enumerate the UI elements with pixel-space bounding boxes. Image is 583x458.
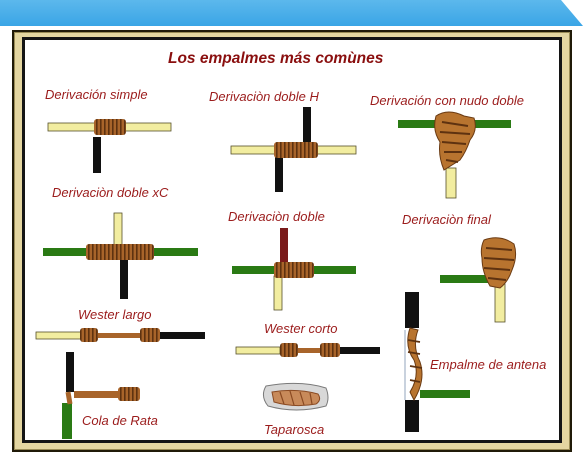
label-derivacion-simple: Derivación simple bbox=[45, 87, 148, 102]
cola-de-rata-splice bbox=[62, 352, 140, 439]
wester-corto-splice bbox=[235, 343, 380, 357]
empalme-antena-splice bbox=[404, 292, 470, 432]
page-title: Los empalmes más comùnes bbox=[168, 50, 384, 67]
derivacion-final-splice bbox=[440, 237, 517, 323]
top-banner-corner bbox=[561, 0, 583, 26]
top-banner bbox=[0, 0, 583, 26]
label-wester-largo: Wester largo bbox=[78, 307, 152, 322]
label-empalme-antena: Empalme de antena bbox=[430, 357, 547, 372]
label-wester-corto: Wester corto bbox=[264, 321, 338, 336]
label-derivacion-nudo-doble: Derivación con nudo doble bbox=[370, 93, 524, 108]
taparosca-splice bbox=[262, 382, 329, 411]
label-derivacion-final: Derivaciòn final bbox=[402, 212, 491, 227]
derivacion-doble-h-splice bbox=[230, 107, 357, 192]
label-cola-de-rata: Cola de Rata bbox=[82, 413, 158, 428]
label-taparosca: Taparosca bbox=[264, 422, 325, 437]
label-derivacion-doble: Derivaciòn doble bbox=[228, 209, 325, 224]
derivacion-nudo-doble-splice bbox=[398, 111, 511, 199]
wester-largo-splice bbox=[35, 328, 205, 342]
label-derivacion-doble-xc: Derivaciòn doble xC bbox=[52, 185, 169, 200]
derivacion-doble-splice bbox=[232, 228, 356, 311]
derivacion-doble-xc-splice bbox=[43, 212, 198, 299]
label-derivacion-doble-h: Derivaciòn doble H bbox=[209, 89, 319, 104]
diagram-panel bbox=[22, 37, 562, 443]
derivacion-simple-splice bbox=[47, 119, 172, 173]
